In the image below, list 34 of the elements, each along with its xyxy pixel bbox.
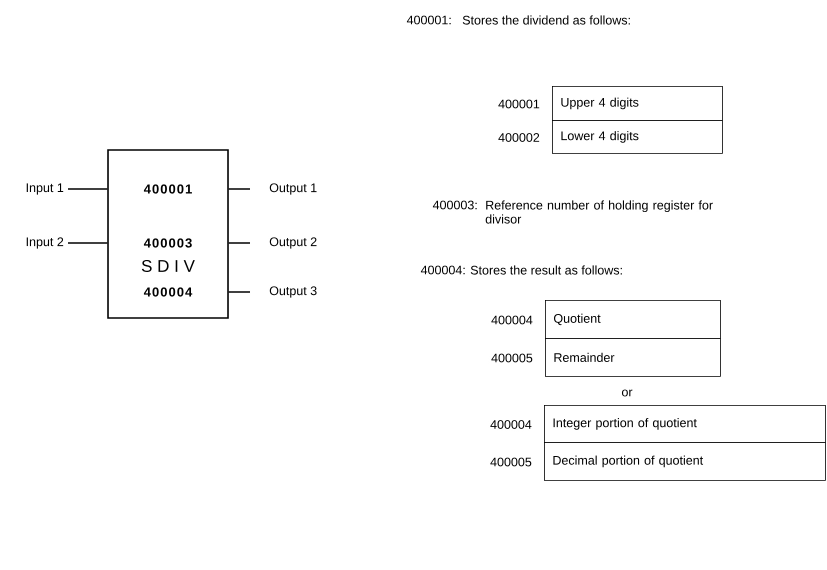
terminal-label: Input 2 — [26, 237, 64, 249]
register-number: 400004 — [491, 316, 532, 324]
register-number: 400001 — [498, 100, 540, 108]
terminal-label: Output 3 — [270, 286, 317, 298]
connector-word: or — [622, 390, 632, 396]
register-number: 400005 — [490, 458, 532, 466]
register-number: 400001: — [406, 16, 451, 24]
register-number: 400001 — [144, 184, 192, 194]
terminal-label: Output 1 — [270, 183, 317, 195]
connector-line — [68, 188, 108, 190]
terminal-label: Input 1 — [26, 183, 64, 195]
connector-line — [228, 242, 250, 244]
register-number: 400003: — [432, 200, 477, 210]
connector-line — [228, 188, 250, 190]
description-text: Stores the dividend as follows: — [462, 15, 630, 25]
register-number: 400005 — [491, 354, 532, 362]
description-text: Reference number of holding register for divisor — [486, 200, 713, 224]
register-cell: Quotient — [545, 300, 721, 339]
register-cell: Decimal portion of quotient — [544, 442, 826, 481]
register-number: 400002 — [498, 133, 540, 142]
register-cell: Integer portion of quotient — [544, 405, 826, 443]
register-cell: Lower 4 digits — [552, 120, 723, 154]
connector-line — [228, 291, 250, 293]
description-text: Stores the result as follows: — [470, 265, 622, 275]
register-number: 400004 — [144, 287, 192, 297]
connector-line — [68, 242, 108, 244]
register-number: 400004 — [490, 420, 532, 429]
function-block — [107, 149, 229, 319]
terminal-label: Output 2 — [270, 237, 317, 249]
register-cell: Remainder — [545, 338, 721, 377]
register-number: 400004: — [420, 266, 465, 274]
register-cell: Upper 4 digits — [552, 86, 723, 121]
block-name: S D I V — [142, 260, 195, 272]
register-number: 400003 — [144, 238, 192, 248]
